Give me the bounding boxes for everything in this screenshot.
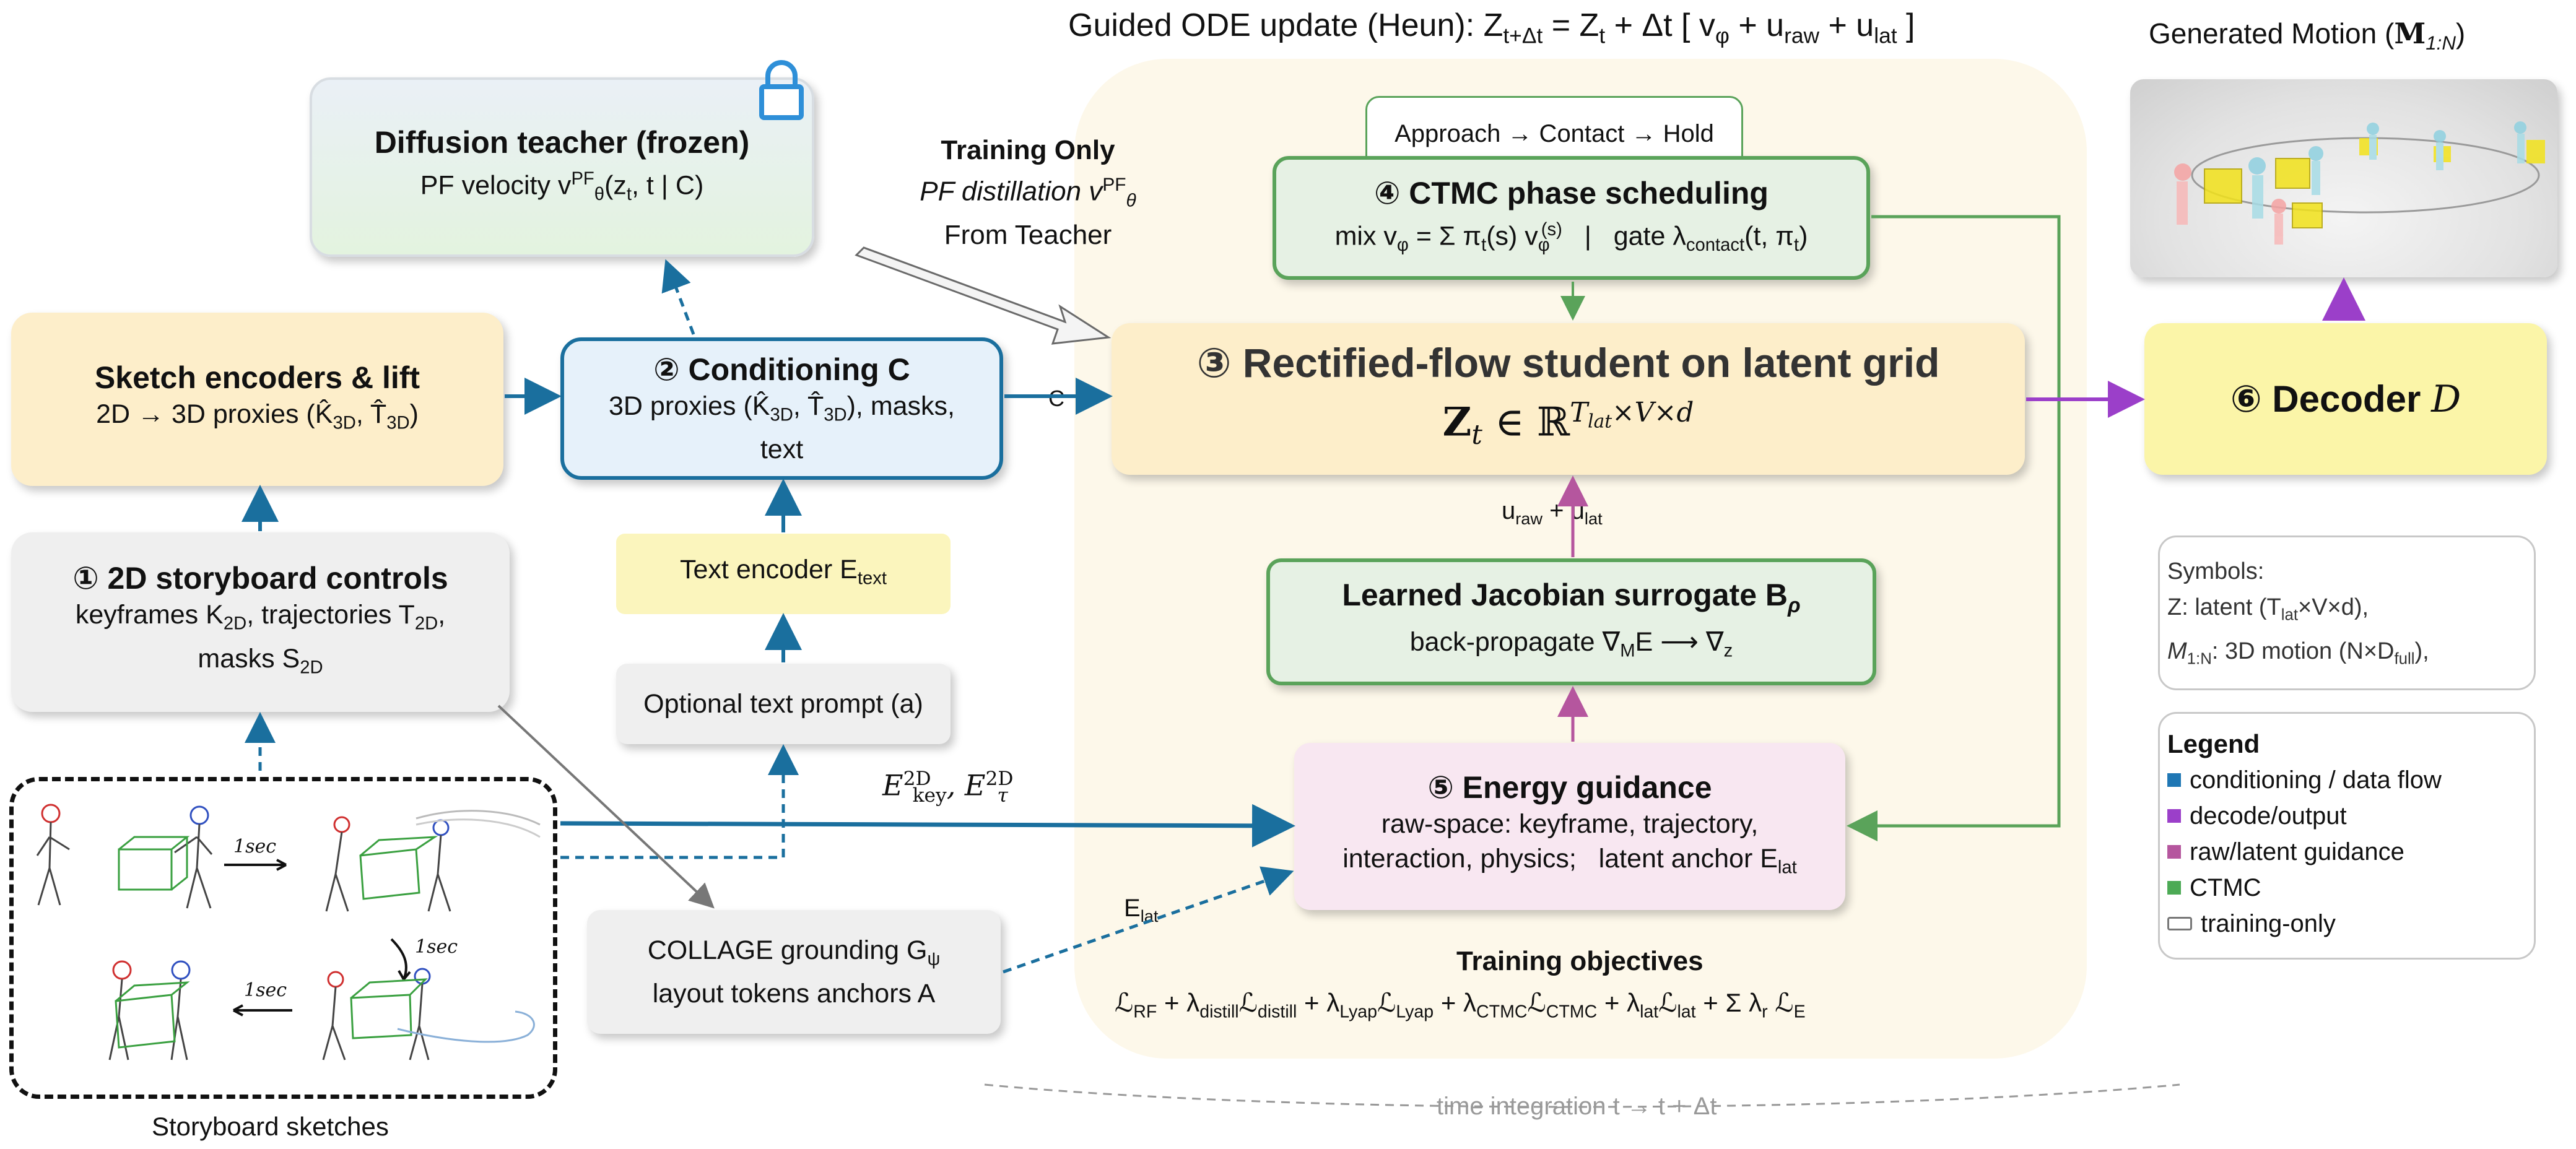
training-only-label: Training Only PF distillation vPFθ From … xyxy=(920,135,1136,251)
legend-item-decode: decode/output xyxy=(2167,798,2528,834)
arrow-ctmc-to-energy xyxy=(1847,215,2061,841)
energy-guidance-box: ⑤ Energy guidance raw-space: keyframe, t… xyxy=(1294,743,1845,910)
legend-box: Legend conditioning / data flow decode/o… xyxy=(2158,712,2536,960)
time-integration-label: time integration t → t + Δt xyxy=(1430,1093,1723,1121)
ode-header: Guided ODE update (Heun): Zt+Δt = Zt + Δ… xyxy=(1068,7,1915,48)
arrow-storyboard-to-collage xyxy=(497,705,715,909)
arrow-sketches-to-prompt xyxy=(560,744,799,859)
storyboard-sketches-panel: 1sec 1sec 1sec xyxy=(9,777,557,1099)
teacher-velocity: PF velocity vPFθ(zt, t | C) xyxy=(420,168,704,204)
legend-swatch-3 xyxy=(2167,881,2181,895)
c-arrow-label: C xyxy=(1048,386,1064,411)
arrow-sketches-to-energy xyxy=(560,804,1295,848)
arrow-teacher-to-student xyxy=(855,246,1112,345)
jacobian-box: Learned Jacobian surrogate Bρ back-propa… xyxy=(1266,558,1876,685)
sketch-time-1: 1sec xyxy=(233,836,277,857)
legend-item-ctmc: CTMC xyxy=(2167,870,2528,906)
legend-item-guidance: raw/latent guidance xyxy=(2167,834,2528,870)
arrow-conditioning-to-teacher xyxy=(661,259,695,335)
storyboard-controls-box: ① 2D storyboard controls keyframes K2D, … xyxy=(11,532,510,712)
teacher-title: Diffusion teacher (frozen) xyxy=(374,124,750,160)
decoder-box: ⑥ Decoder D xyxy=(2144,323,2547,475)
legend-swatch-2 xyxy=(2167,845,2181,859)
sketch-time-2: 1sec xyxy=(415,936,458,958)
symbols-box: Symbols: Z: latent (Tlat×V×d), M1:N: 3D … xyxy=(2158,535,2536,690)
u-guidance-label: uraw + ulat xyxy=(1502,497,1603,528)
legend-item-training-only: training-only xyxy=(2167,906,2528,942)
generated-motion-title: Generated Motion (M1:N) xyxy=(2149,17,2466,54)
lock-icon xyxy=(757,59,806,121)
sketch-encoders-box: Sketch encoders & lift 2D → 3D proxies (… xyxy=(11,313,503,486)
ctmc-box: ④ CTMC phase scheduling mix vφ = Σ πt(s)… xyxy=(1273,156,1870,280)
sketch-time-3: 1sec xyxy=(244,979,287,1001)
legend-swatch-0 xyxy=(2167,773,2181,787)
generated-motion-image xyxy=(2130,79,2557,277)
training-objectives-title: Training objectives xyxy=(1456,946,1704,976)
time-integration-arc xyxy=(984,1083,2180,1108)
arrow-collage-to-energy xyxy=(1003,866,1294,974)
text-prompt-box: Optional text prompt (a) xyxy=(616,664,951,744)
student-box: ③ Rectified-flow student on latent grid … xyxy=(1112,323,2025,475)
diffusion-teacher-box: Diffusion teacher (frozen) PF velocity v… xyxy=(310,77,814,257)
training-objectives-formula: ℒRF + λdistillℒdistill + λLyapℒLyap + λC… xyxy=(1115,988,1806,1022)
legend-swatch-1 xyxy=(2167,809,2181,823)
legend-item-flow: conditioning / data flow xyxy=(2167,762,2528,798)
storyboard-sketches-caption: Storyboard sketches xyxy=(152,1112,389,1141)
conditioning-box: ② Conditioning C 3D proxies (K̂3D, T̂3D)… xyxy=(560,337,1003,480)
energy-key-labels: E2Dkey, E2Dτ xyxy=(882,768,1014,807)
text-encoder-box: Text encoder Etext xyxy=(616,534,951,614)
collage-box: COLLAGE grounding Gψ layout tokens ancho… xyxy=(587,910,1001,1034)
